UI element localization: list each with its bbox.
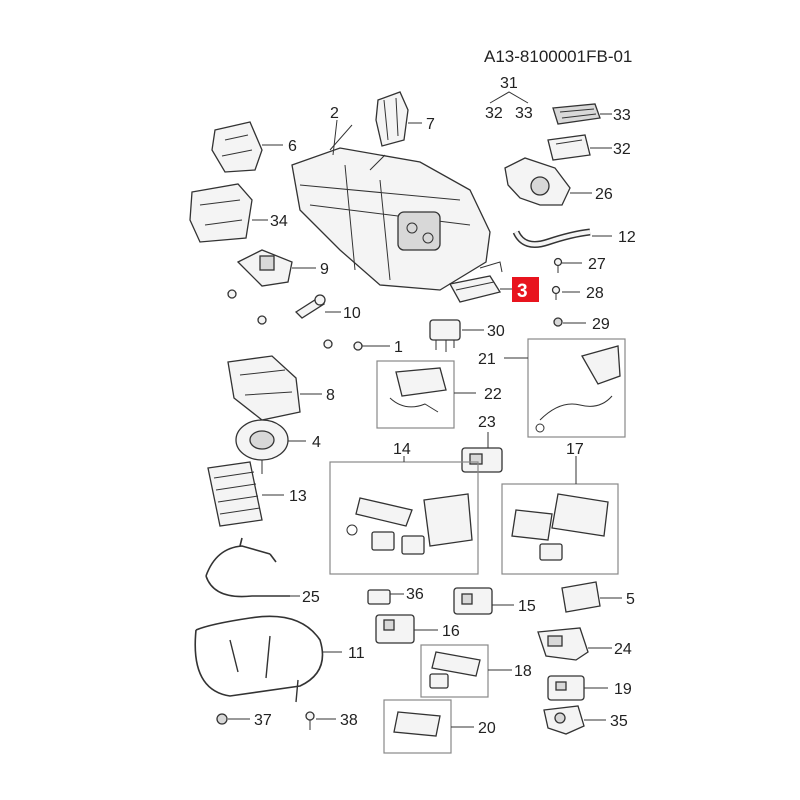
nut-part-37 — [216, 713, 228, 725]
callout-15: 15 — [518, 598, 536, 615]
callout-30: 30 — [487, 323, 505, 340]
callout-33-group: 33 — [515, 105, 533, 122]
actuator-part-15 — [453, 587, 493, 615]
wiring-group-part-21 — [527, 338, 626, 438]
control-module-part-5 — [561, 581, 601, 613]
callout-22: 22 — [484, 386, 502, 403]
callout-36: 36 — [406, 586, 424, 603]
callout-8: 8 — [326, 387, 335, 404]
connector-part-23 — [461, 447, 503, 473]
screw-part-28 — [551, 285, 561, 300]
bracket-part-9 — [236, 249, 293, 287]
callout-9: 9 — [320, 261, 329, 278]
callout-31: 31 — [500, 75, 518, 92]
callout-6: 6 — [288, 138, 297, 155]
part-group-31: 31 32 33 — [485, 75, 533, 122]
callout-13: 13 — [289, 488, 307, 505]
heater-core-part-13 — [207, 461, 263, 527]
callout-17: 17 — [566, 441, 584, 458]
hvac-housing-part — [291, 124, 491, 291]
callout-16: 16 — [442, 623, 460, 640]
callout-38: 38 — [340, 712, 358, 729]
wiring-group-part-22 — [376, 360, 455, 429]
callout-37: 37 — [254, 712, 272, 729]
actuator-part-16 — [375, 614, 415, 644]
callout-20: 20 — [478, 720, 496, 737]
document-code: A13-8100001FB-01 — [484, 47, 632, 66]
callout-11: 11 — [348, 645, 365, 662]
callout-34: 34 — [270, 213, 288, 230]
blower-motor-part-4 — [235, 419, 289, 474]
callout-21: 21 — [478, 351, 496, 368]
callout-14: 14 — [393, 441, 411, 458]
callout-26: 26 — [595, 186, 613, 203]
sensor-part-19 — [547, 675, 585, 701]
callout-3: 3 — [517, 281, 528, 302]
cabin-filter-part-3 — [448, 261, 503, 303]
callout-labels: 33 32 26 12 27 28 29 30 21 22 23 1 2 7 6… — [254, 105, 636, 737]
callout-32-group: 32 — [485, 105, 503, 122]
callout-24: 24 — [614, 641, 632, 658]
callout-25: 25 — [302, 589, 320, 606]
callout-33: 33 — [613, 107, 631, 124]
bracket-part-6 — [211, 121, 263, 173]
actuator-group-part-14 — [329, 461, 479, 575]
blower-housing-part-26 — [504, 157, 571, 206]
screw-part-27 — [553, 257, 563, 273]
callout-7: 7 — [426, 116, 435, 133]
fastener-cluster — [227, 289, 363, 351]
callout-29: 29 — [592, 316, 610, 333]
callout-1: 1 — [394, 339, 403, 356]
duct-part-7 — [375, 91, 409, 147]
callout-35: 35 — [610, 713, 628, 730]
filter-housing-part-32 — [547, 134, 591, 161]
clip-part-36 — [367, 589, 391, 605]
callout-12: 12 — [618, 229, 636, 246]
actuator-group-part-17 — [501, 483, 619, 575]
resistor-part-30 — [429, 319, 461, 352]
wiring-group-part-20 — [383, 699, 452, 754]
blower-case-part-8 — [227, 355, 301, 421]
callout-19: 19 — [614, 681, 632, 698]
vent-duct-part-34 — [189, 183, 253, 243]
filter-element-part-33 — [552, 103, 601, 125]
callout-32: 32 — [613, 141, 631, 158]
bolt-part-38 — [305, 711, 315, 730]
callout-5: 5 — [626, 591, 635, 608]
callout-23: 23 — [478, 414, 496, 431]
callout-10: 10 — [343, 305, 361, 322]
hose-part-12 — [512, 228, 591, 248]
actuator-group-part-18 — [420, 644, 489, 698]
callout-4: 4 — [312, 434, 321, 451]
nut-part-29 — [553, 317, 563, 327]
bolt-part-10 — [294, 294, 326, 319]
callout-18: 18 — [514, 663, 532, 680]
wire-harness-part-11 — [194, 615, 324, 703]
sensor-part-24 — [537, 627, 589, 661]
sensor-part-35 — [543, 705, 585, 735]
highlight-badge — [512, 277, 539, 302]
wire-harness-part-25 — [205, 537, 290, 598]
callout-28: 28 — [586, 285, 604, 302]
callout-2: 2 — [330, 105, 339, 122]
callout-27: 27 — [588, 256, 606, 273]
